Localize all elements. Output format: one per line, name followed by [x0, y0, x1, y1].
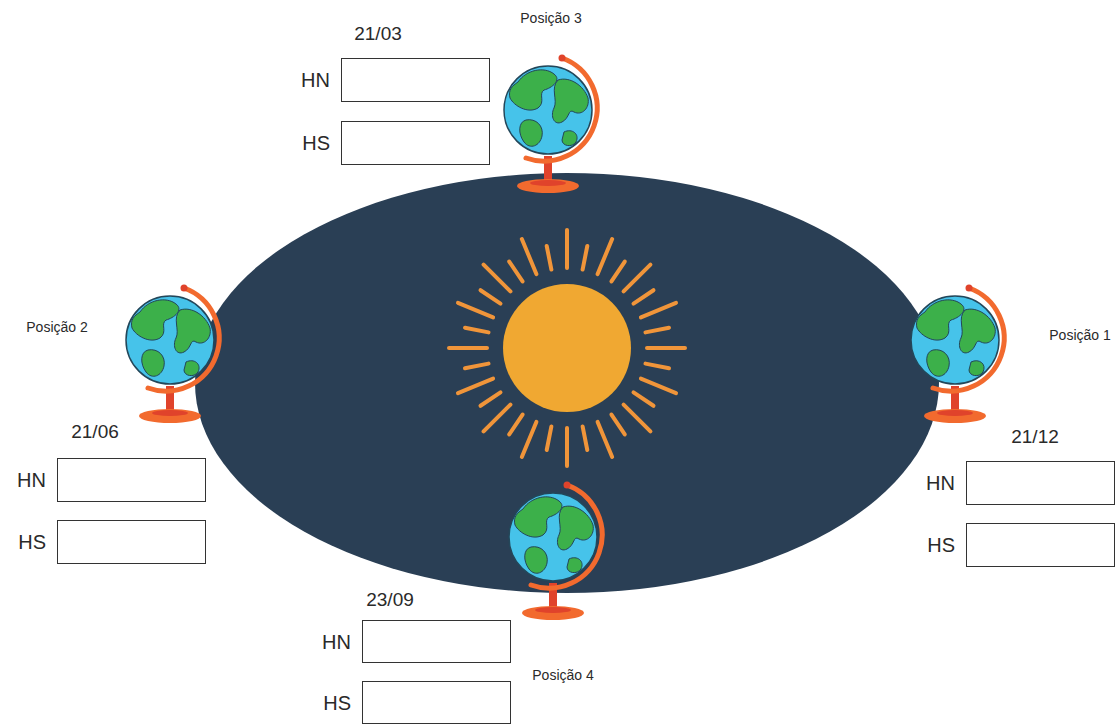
- sun-ray: [624, 265, 651, 292]
- sun-ray: [547, 246, 552, 270]
- answer-box: HN: [341, 58, 490, 102]
- sun-ray: [481, 290, 501, 303]
- sun-ray: [547, 426, 552, 450]
- sun-ray: [611, 415, 624, 435]
- sun-ray: [458, 303, 493, 318]
- sun-ray: [509, 415, 522, 435]
- sun-ray: [522, 239, 537, 274]
- sun-ray: [458, 379, 493, 394]
- date-label: 21/12: [1011, 426, 1059, 448]
- sun-ray: [465, 328, 489, 333]
- answer-box: HS: [57, 520, 206, 564]
- sun-ray: [645, 364, 669, 369]
- hemisphere-label: HN: [17, 469, 46, 492]
- sun-ray: [484, 265, 511, 292]
- answer-box: HN: [362, 620, 511, 663]
- hemisphere-label: HN: [322, 630, 351, 653]
- sun-ray: [509, 262, 522, 282]
- position-label: Posição 4: [532, 667, 593, 683]
- answer-box: HN: [966, 461, 1115, 505]
- answer-box: HS: [341, 121, 490, 165]
- answer-box: HS: [362, 681, 511, 724]
- sun-ray: [645, 328, 669, 333]
- sun-ray: [449, 346, 487, 350]
- sun-ray: [641, 379, 676, 394]
- hemisphere-label: HS: [302, 132, 330, 155]
- sun-ray: [565, 230, 569, 268]
- position-label: Posição 3: [520, 10, 581, 26]
- sun-ray: [565, 428, 569, 466]
- hemisphere-label: HS: [18, 531, 46, 554]
- date-label: 21/03: [354, 23, 402, 45]
- sun-ray: [598, 239, 613, 274]
- date-label: 23/09: [366, 589, 414, 611]
- sun-ray: [641, 303, 676, 318]
- sun-ray: [583, 426, 588, 450]
- sun-ray: [611, 262, 624, 282]
- hemisphere-label: HN: [926, 472, 955, 495]
- position-label: Posição 2: [26, 319, 87, 335]
- sun-ray: [465, 364, 489, 369]
- sun-ray: [598, 422, 613, 457]
- sun-ray: [647, 346, 685, 350]
- hemisphere-label: HN: [301, 69, 330, 92]
- sun-ray: [522, 422, 537, 457]
- sun-ray: [634, 290, 654, 303]
- answer-box: HN: [57, 458, 206, 502]
- answer-box: HS: [966, 523, 1115, 567]
- sun-ray: [481, 392, 501, 405]
- sun-ray: [624, 405, 651, 432]
- sun-ray: [634, 392, 654, 405]
- sun-ray: [484, 405, 511, 432]
- sun-ray: [583, 246, 588, 270]
- hemisphere-label: HS: [323, 691, 351, 714]
- hemisphere-label: HS: [927, 534, 955, 557]
- date-label: 21/06: [71, 421, 119, 443]
- position-label: Posição 1: [1049, 327, 1110, 343]
